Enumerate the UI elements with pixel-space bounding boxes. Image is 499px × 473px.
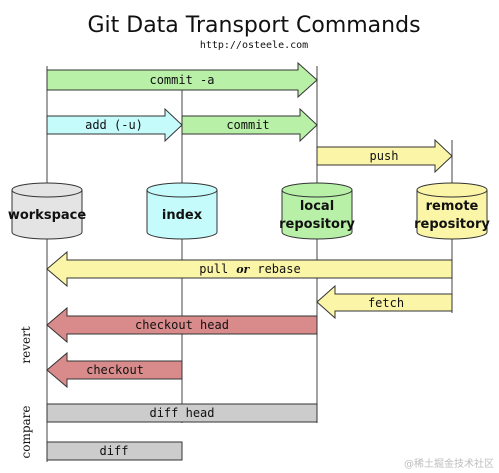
store-workspace: workspace — [8, 182, 87, 240]
checkout-head-label: checkout head — [135, 318, 229, 332]
fetch-arrow — [316, 284, 453, 320]
add-u-label: add (-u) — [85, 118, 143, 132]
commit-label: commit — [226, 118, 269, 132]
diff-head-label: diff head — [149, 406, 214, 420]
add-u-arrow — [46, 107, 183, 143]
store-local-label-2: repository — [279, 217, 355, 232]
page-subtitle: http://osteele.com — [200, 40, 308, 51]
checkout-head-arrow — [46, 306, 318, 344]
pull-label: pull — [199, 262, 228, 276]
store-remote-label-1: remote — [426, 199, 479, 214]
commit-a-arrow — [46, 61, 318, 99]
store-local-label-1: local — [300, 199, 334, 214]
rebase-label: rebase — [257, 262, 300, 276]
push-arrow — [316, 138, 453, 174]
diff-bar — [46, 441, 183, 461]
store-local-repository: local repository — [279, 182, 355, 240]
push-label: push — [370, 149, 399, 163]
diff-head-bar — [46, 403, 318, 423]
store-workspace-label: workspace — [8, 208, 87, 223]
watermark: @稀土掘金技术社区 — [404, 457, 494, 470]
revert-side-label: revert — [19, 326, 33, 363]
diff-label: diff — [100, 444, 129, 458]
pull-or-label: or — [236, 263, 250, 276]
commit-arrow — [181, 107, 318, 143]
store-remote-label-2: repository — [414, 217, 490, 232]
store-remote-repository: remote repository — [414, 182, 490, 240]
commit-a-label: commit -a — [149, 73, 214, 87]
store-index-label: index — [162, 208, 203, 223]
store-index: index — [146, 182, 218, 240]
page-title: Git Data Transport Commands — [87, 13, 420, 38]
checkout-arrow — [46, 351, 183, 389]
compare-side-label: compare — [19, 406, 33, 459]
fetch-label: fetch — [368, 296, 404, 310]
pull-rebase-label: pull or rebase — [199, 260, 300, 277]
pull-rebase-arrow — [46, 250, 453, 288]
checkout-label: checkout — [86, 363, 144, 377]
